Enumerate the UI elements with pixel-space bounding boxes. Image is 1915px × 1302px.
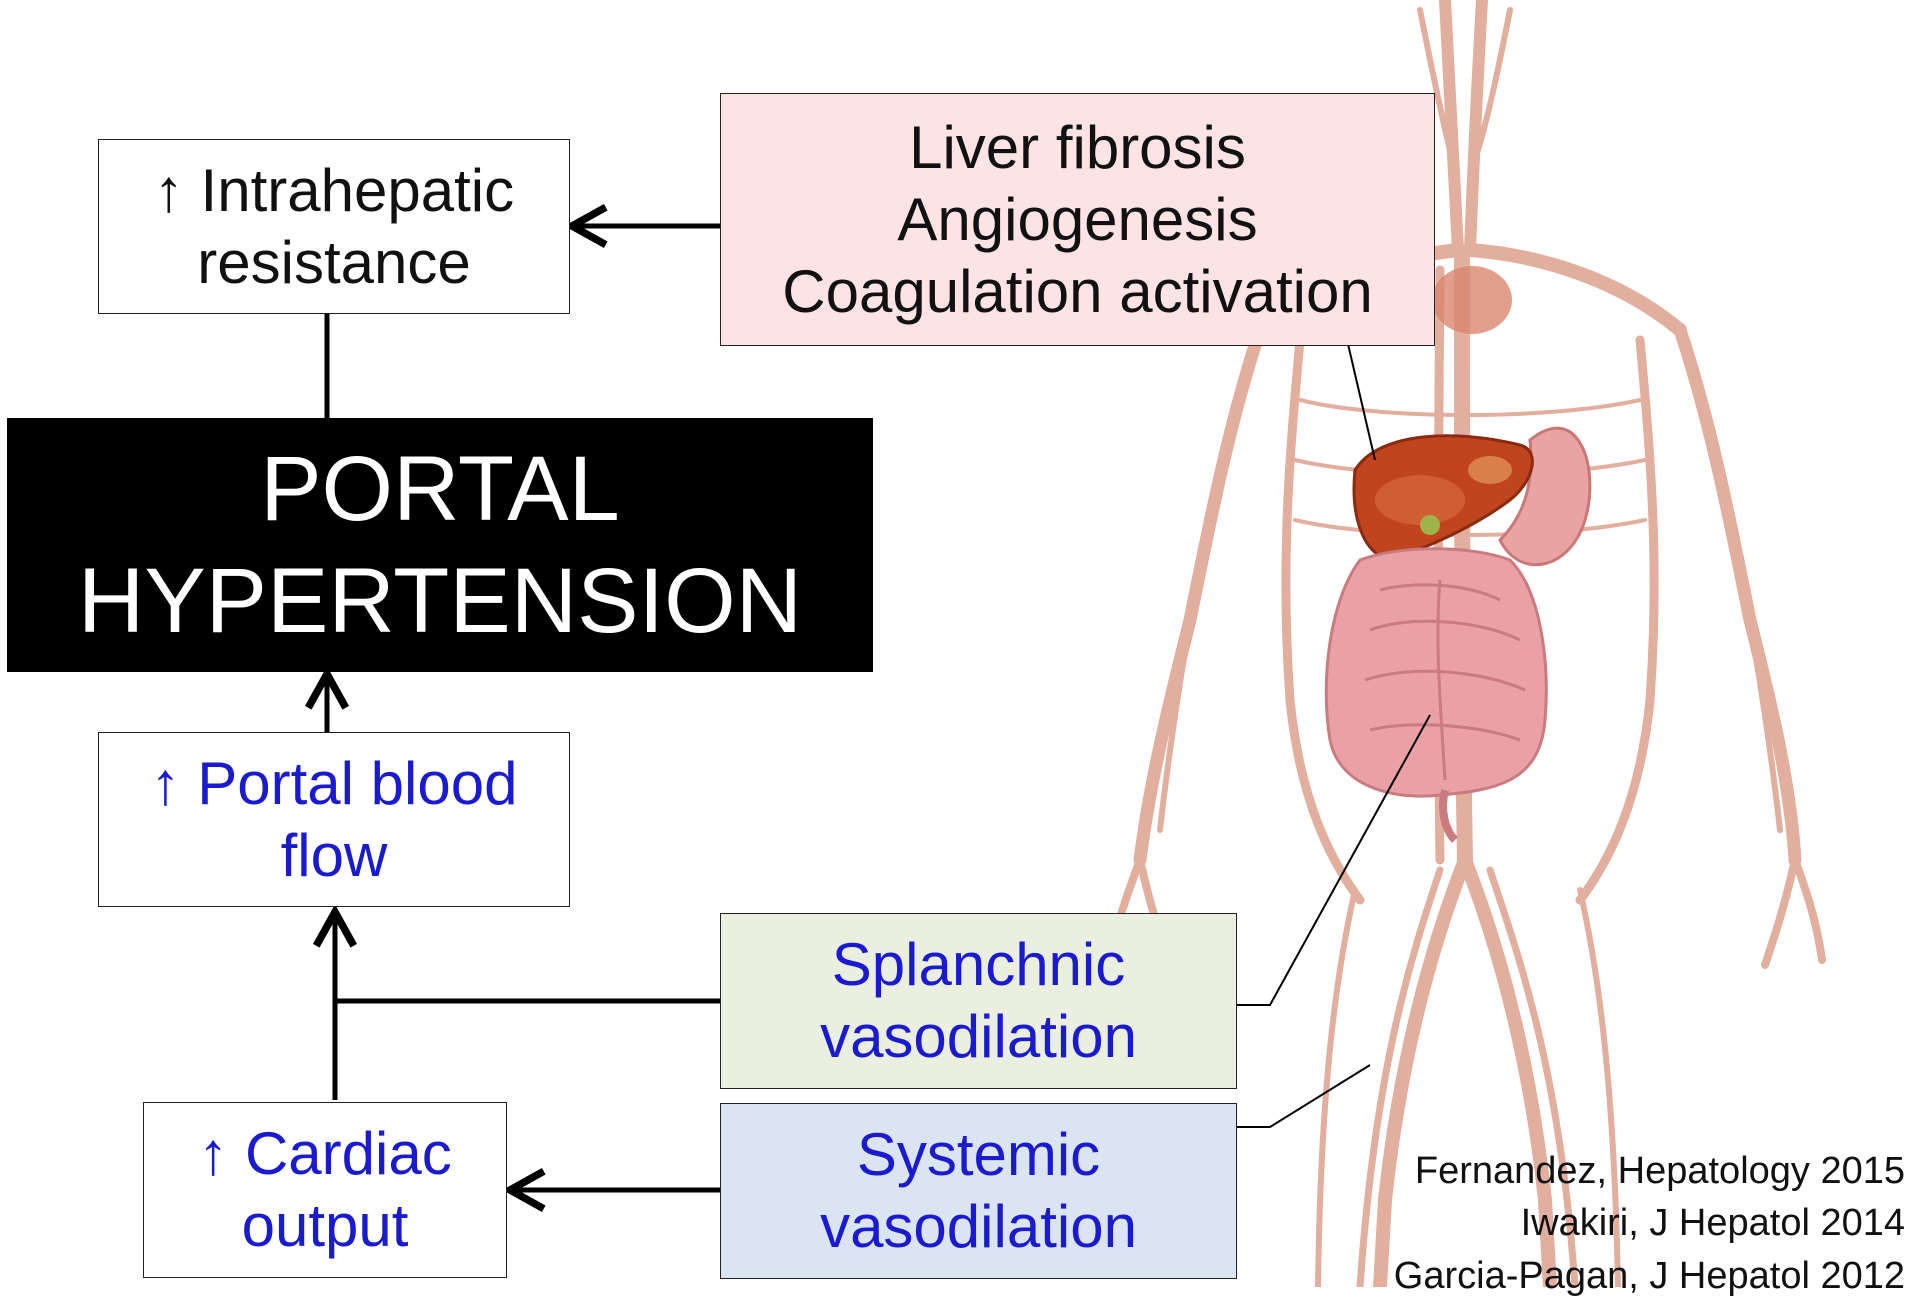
cardiac-line-1: ↑ Cardiac xyxy=(198,1118,451,1190)
intrahepatic-line-1: ↑ Intrahepatic xyxy=(154,155,514,227)
liver-cause-fibrosis: Liver fibrosis xyxy=(909,112,1246,184)
portal-flow-line-2: flow xyxy=(281,820,388,892)
portal-hypertension-line-1: PORTAL xyxy=(260,433,620,545)
reference-3: Garcia-Pagan, J Hepatol 2012 xyxy=(1394,1250,1905,1302)
intrahepatic-line-2: resistance xyxy=(197,227,470,299)
reference-2: Iwakiri, J Hepatol 2014 xyxy=(1394,1197,1905,1249)
references: Fernandez, Hepatology 2015 Iwakiri, J He… xyxy=(1394,1145,1905,1302)
reference-1: Fernandez, Hepatology 2015 xyxy=(1394,1145,1905,1197)
systemic-line-2: vasodilation xyxy=(820,1191,1137,1263)
cardiac-output-box: ↑ Cardiac output xyxy=(143,1102,507,1278)
portal-flow-line-1: ↑ Portal blood xyxy=(151,748,518,820)
systemic-line-1: Systemic xyxy=(857,1119,1100,1191)
systemic-vasodilation-box: Systemic vasodilation xyxy=(720,1103,1237,1279)
cardiac-line-2: output xyxy=(242,1190,409,1262)
splanchnic-line-1: Splanchnic xyxy=(832,929,1126,1001)
liver-cause-coagulation: Coagulation activation xyxy=(782,256,1372,328)
portal-blood-flow-box: ↑ Portal blood flow xyxy=(98,732,570,907)
splanchnic-vasodilation-box: Splanchnic vasodilation xyxy=(720,913,1237,1089)
portal-hypertension-box: PORTAL HYPERTENSION xyxy=(7,418,873,672)
liver-causes-box: Liver fibrosis Angiogenesis Coagulation … xyxy=(720,93,1435,346)
portal-hypertension-line-2: HYPERTENSION xyxy=(78,545,802,657)
liver-cause-angiogenesis: Angiogenesis xyxy=(897,184,1257,256)
intrahepatic-resistance-box: ↑ Intrahepatic resistance xyxy=(98,139,570,314)
splanchnic-line-2: vasodilation xyxy=(820,1001,1137,1073)
